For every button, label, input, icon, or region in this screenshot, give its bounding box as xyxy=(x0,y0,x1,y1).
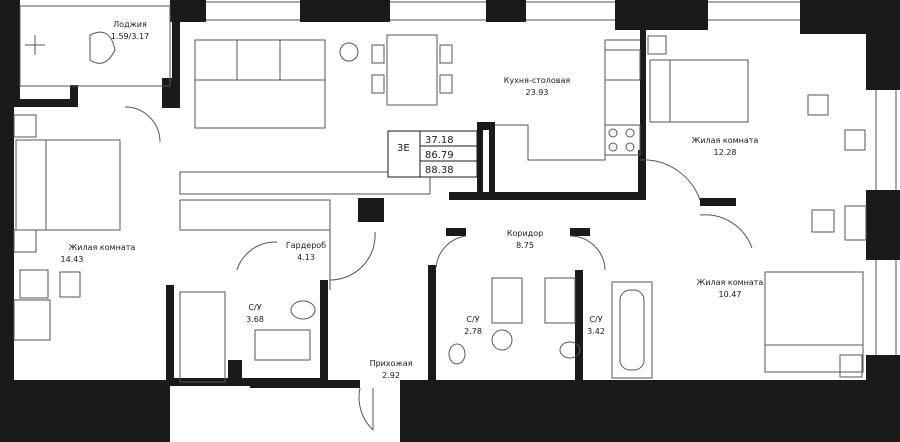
room-area-bedroom-se: 10.47 xyxy=(719,290,742,299)
room-labels: Лоджия 1.59/3.17 Кухня-столовая 23.93 Жи… xyxy=(61,20,764,380)
apartment-area-living: 37.18 xyxy=(425,135,454,146)
room-area-bedroom-ne: 12.28 xyxy=(714,148,737,157)
room-name-bedroom-se: Жилая комната xyxy=(697,278,764,287)
room-area-hallway: 2.92 xyxy=(382,371,400,380)
room-area-corridor: 8.75 xyxy=(516,241,534,250)
apartment-type-cell xyxy=(387,130,421,178)
room-name-wardrobe: Гардероб xyxy=(286,241,326,250)
room-name-hallway: Прихожая xyxy=(370,359,413,368)
apartment-type: 3Е xyxy=(397,143,410,154)
room-name-bath-mid: С/У xyxy=(466,315,479,324)
room-area-kitchen: 23.93 xyxy=(526,88,549,97)
thin-lines xyxy=(13,1,897,431)
room-area-bedroom-w: 14.43 xyxy=(61,255,84,264)
room-name-bedroom-w: Жилая комната xyxy=(69,243,136,252)
room-name-loggia: Лоджия xyxy=(113,20,147,29)
apartment-area-total: 86.79 xyxy=(425,150,454,161)
room-name-bedroom-ne: Жилая комната xyxy=(692,136,759,145)
room-name-bath-w: С/У xyxy=(248,303,261,312)
room-name-bath-e: С/У xyxy=(589,315,602,324)
room-area-loggia: 1.59/3.17 xyxy=(111,32,149,41)
room-area-bath-mid: 2.78 xyxy=(464,327,482,336)
apartment-area-with-loggia: 88.38 xyxy=(425,165,454,176)
room-name-corridor: Коридор xyxy=(507,229,543,238)
room-area-wardrobe: 4.13 xyxy=(297,253,315,262)
apartment-area-cell xyxy=(419,130,478,178)
room-name-kitchen: Кухня-столовая xyxy=(504,76,571,85)
apartment-info-table: 3Е 37.18 86.79 88.38 xyxy=(387,130,478,178)
room-area-bath-w: 3.68 xyxy=(246,315,264,324)
room-area-bath-e: 3.42 xyxy=(587,327,605,336)
